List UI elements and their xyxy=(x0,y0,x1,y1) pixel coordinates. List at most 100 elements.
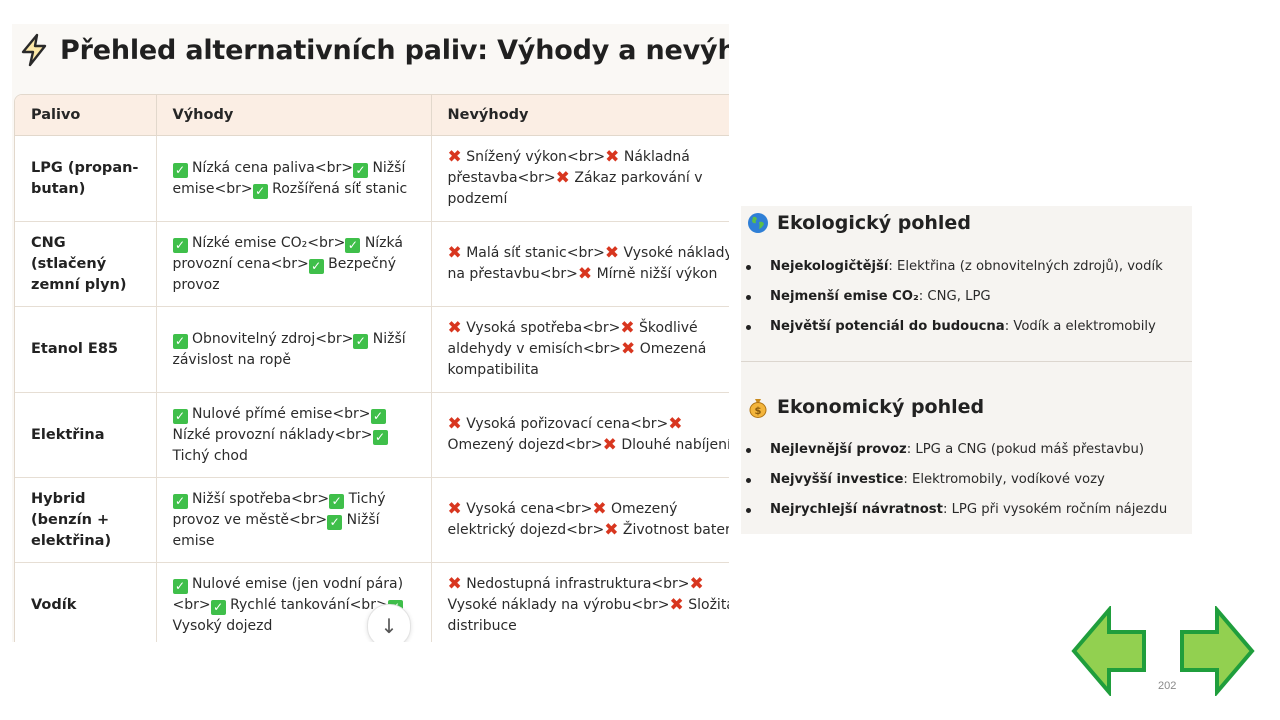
table-row: Vodík ✓ Nulové emise (jen vodní pára)<br… xyxy=(15,562,730,642)
cross-icon: ✖ xyxy=(689,574,704,594)
econ-heading: $ Ekonomický pohled xyxy=(747,396,984,418)
list-item: Největší potenciál do budoucna: Vodík a … xyxy=(741,316,1192,346)
eco-heading-text: Ekologický pohled xyxy=(777,212,971,234)
pro-text: Tichý chod xyxy=(172,447,248,464)
check-icon: ✓ xyxy=(353,333,369,349)
con-text: Vysoká pořizovací cena<br> xyxy=(466,416,669,432)
cross-icon: ✖ xyxy=(577,264,593,284)
con-text: Složitá distribuce xyxy=(447,597,730,634)
pros-cell: ✓ Nízké emise CO₂<br>✓ Nízká provozní ce… xyxy=(156,221,432,307)
page-title: Přehled alternativních paliv: Výhody a n… xyxy=(60,34,729,66)
cross-icon: ✖ xyxy=(605,147,620,167)
check-icon: ✓ xyxy=(172,333,188,349)
header-fuel: Palivo xyxy=(15,95,157,136)
pro-text: Bezpečný provoz xyxy=(172,255,397,293)
item-label: Nejmenší emise CO₂ xyxy=(770,289,919,304)
cross-icon: ✖ xyxy=(447,243,462,263)
check-icon: ✓ xyxy=(329,493,345,509)
pros-cell: ✓ Nízká cena paliva<br>✓ Nižší emise<br>… xyxy=(156,135,432,222)
cons-cell: ✖ Malá síť stanic<br>✖ Vysoké náklady na… xyxy=(431,221,730,307)
econ-list: Nejlevnější provoz: LPG a CNG (pokud máš… xyxy=(741,439,1192,529)
list-item: Nejlevnější provoz: LPG a CNG (pokud máš… xyxy=(741,439,1192,469)
scroll-down-button[interactable]: ↓ xyxy=(367,604,411,642)
pro-text: Nulové emise (jen vodní pára)<br> xyxy=(172,576,404,613)
check-icon: ✓ xyxy=(372,429,388,445)
next-slide-button[interactable] xyxy=(1177,606,1255,696)
fuel-name: LPG (propan-butan) xyxy=(15,135,157,222)
con-text: Snížený výkon<br> xyxy=(466,149,606,165)
item-text: : Vodík a elektromobily xyxy=(1004,319,1156,334)
lightning-icon xyxy=(21,33,47,67)
fuel-name: Etanol E85 xyxy=(15,306,157,393)
check-icon: ✓ xyxy=(210,600,226,615)
table-row: Elektřina ✓ Nulové přímé emise<br>✓ Nízk… xyxy=(15,392,729,478)
table-row: Hybrid (benzín + elektřina) ✓ Nižší spot… xyxy=(15,477,729,563)
pro-text: Vysoký dojezd xyxy=(172,618,273,634)
con-text: Vysoké náklady na výrobu<br> xyxy=(447,597,670,613)
con-text: Nákladná přestavba<br> xyxy=(447,149,690,186)
cons-cell: ✖ Vysoká spotřeba<br>✖ Škodlivé aldehydy… xyxy=(431,306,729,393)
pro-text: Nižší závislost na ropě xyxy=(172,330,406,368)
check-icon: ✓ xyxy=(172,579,188,594)
econ-heading-text: Ekonomický pohled xyxy=(777,396,985,418)
check-icon: ✓ xyxy=(352,162,368,178)
check-icon: ✓ xyxy=(172,493,188,509)
list-item: Nejrychlejší návratnost: LPG při vysokém… xyxy=(741,499,1192,529)
check-icon: ✓ xyxy=(172,162,188,178)
pro-text: Obnovitelný zdroj<br> xyxy=(191,330,354,347)
divider xyxy=(741,361,1192,362)
cross-icon: ✖ xyxy=(447,574,462,594)
page-number: 202 xyxy=(1158,680,1177,692)
fuel-name: CNG (stlačený zemní plyn) xyxy=(15,221,157,307)
cross-icon: ✖ xyxy=(555,168,570,188)
pros-cell: ✓ Obnovitelný zdroj<br>✓ Nižší závislost… xyxy=(156,306,432,393)
pro-text: Tichý provoz ve městě<br> xyxy=(172,490,386,528)
cross-icon: ✖ xyxy=(447,147,462,167)
item-label: Největší potenciál do budoucna xyxy=(770,319,1005,334)
cross-icon: ✖ xyxy=(620,339,636,359)
cross-icon: ✖ xyxy=(447,499,462,519)
header-pros: Výhody xyxy=(156,95,432,136)
con-text: Malá síť stanic<br> xyxy=(466,245,605,261)
item-text: : Elektřina (z obnovitelných zdrojů), vo… xyxy=(888,259,1163,274)
pro-text: Nižší emise xyxy=(172,511,380,549)
pro-text: Rozšířená síť stanic xyxy=(272,180,408,197)
cross-icon: ✖ xyxy=(447,318,462,338)
check-icon: ✓ xyxy=(345,237,361,253)
check-icon: ✓ xyxy=(252,183,268,199)
fuel-name: Hybrid (benzín + elektřina) xyxy=(15,477,157,563)
check-icon: ✓ xyxy=(327,514,343,530)
table-row: LPG (propan-butan) ✓ Nízká cena paliva<b… xyxy=(15,135,729,222)
con-text: Vysoká spotřeba<br> xyxy=(466,320,621,336)
con-text: Mírně nižší výkon xyxy=(596,266,718,282)
pros-cell: ✓ Nulové přímé emise<br>✓ Nízké provozní… xyxy=(156,392,432,478)
cons-cell: ✖ Vysoká cena<br>✖ Omezený elektrický do… xyxy=(431,477,729,563)
con-text: Vysoké náklady na přestavbu<br> xyxy=(447,245,730,282)
pro-text: Nižší emise<br> xyxy=(172,159,406,197)
list-item: Nejvyšší investice: Elektromobily, vodík… xyxy=(741,469,1192,499)
check-icon: ✓ xyxy=(172,408,188,424)
cross-icon: ✖ xyxy=(620,318,635,338)
arrow-down-icon: ↓ xyxy=(380,614,398,638)
globe-icon xyxy=(748,213,768,233)
pro-text: Nízká provozní cena<br> xyxy=(172,234,403,272)
cross-icon: ✖ xyxy=(602,435,617,455)
check-icon: ✓ xyxy=(172,237,188,253)
cons-cell: ✖ Nedostupná infrastruktura<br>✖ Vysoké … xyxy=(431,562,730,642)
cross-icon: ✖ xyxy=(592,499,607,519)
previous-slide-button[interactable] xyxy=(1071,606,1149,696)
eco-heading: Ekologický pohled xyxy=(747,212,971,234)
item-text: : Elektromobily, vodíkové vozy xyxy=(903,472,1105,487)
con-text: Omezený elektrický dojezd<br> xyxy=(447,501,678,538)
fuel-name: Elektřina xyxy=(15,392,157,478)
item-text: : LPG při vysokém ročním nájezdu xyxy=(942,502,1168,517)
cross-icon: ✖ xyxy=(604,243,620,263)
con-text: Vysoká cena<br> xyxy=(466,501,593,517)
check-icon: ✓ xyxy=(308,258,324,274)
fuel-name: Vodík xyxy=(15,562,157,642)
title-row: Přehled alternativních paliv: Výhody a n… xyxy=(18,28,729,72)
con-text: Nedostupná infrastruktura<br> xyxy=(466,576,690,592)
svg-text:$: $ xyxy=(755,406,762,417)
list-item: Nejmenší emise CO₂: CNG, LPG xyxy=(741,286,1192,316)
pro-text: Rychlé tankování<br> xyxy=(230,597,388,613)
